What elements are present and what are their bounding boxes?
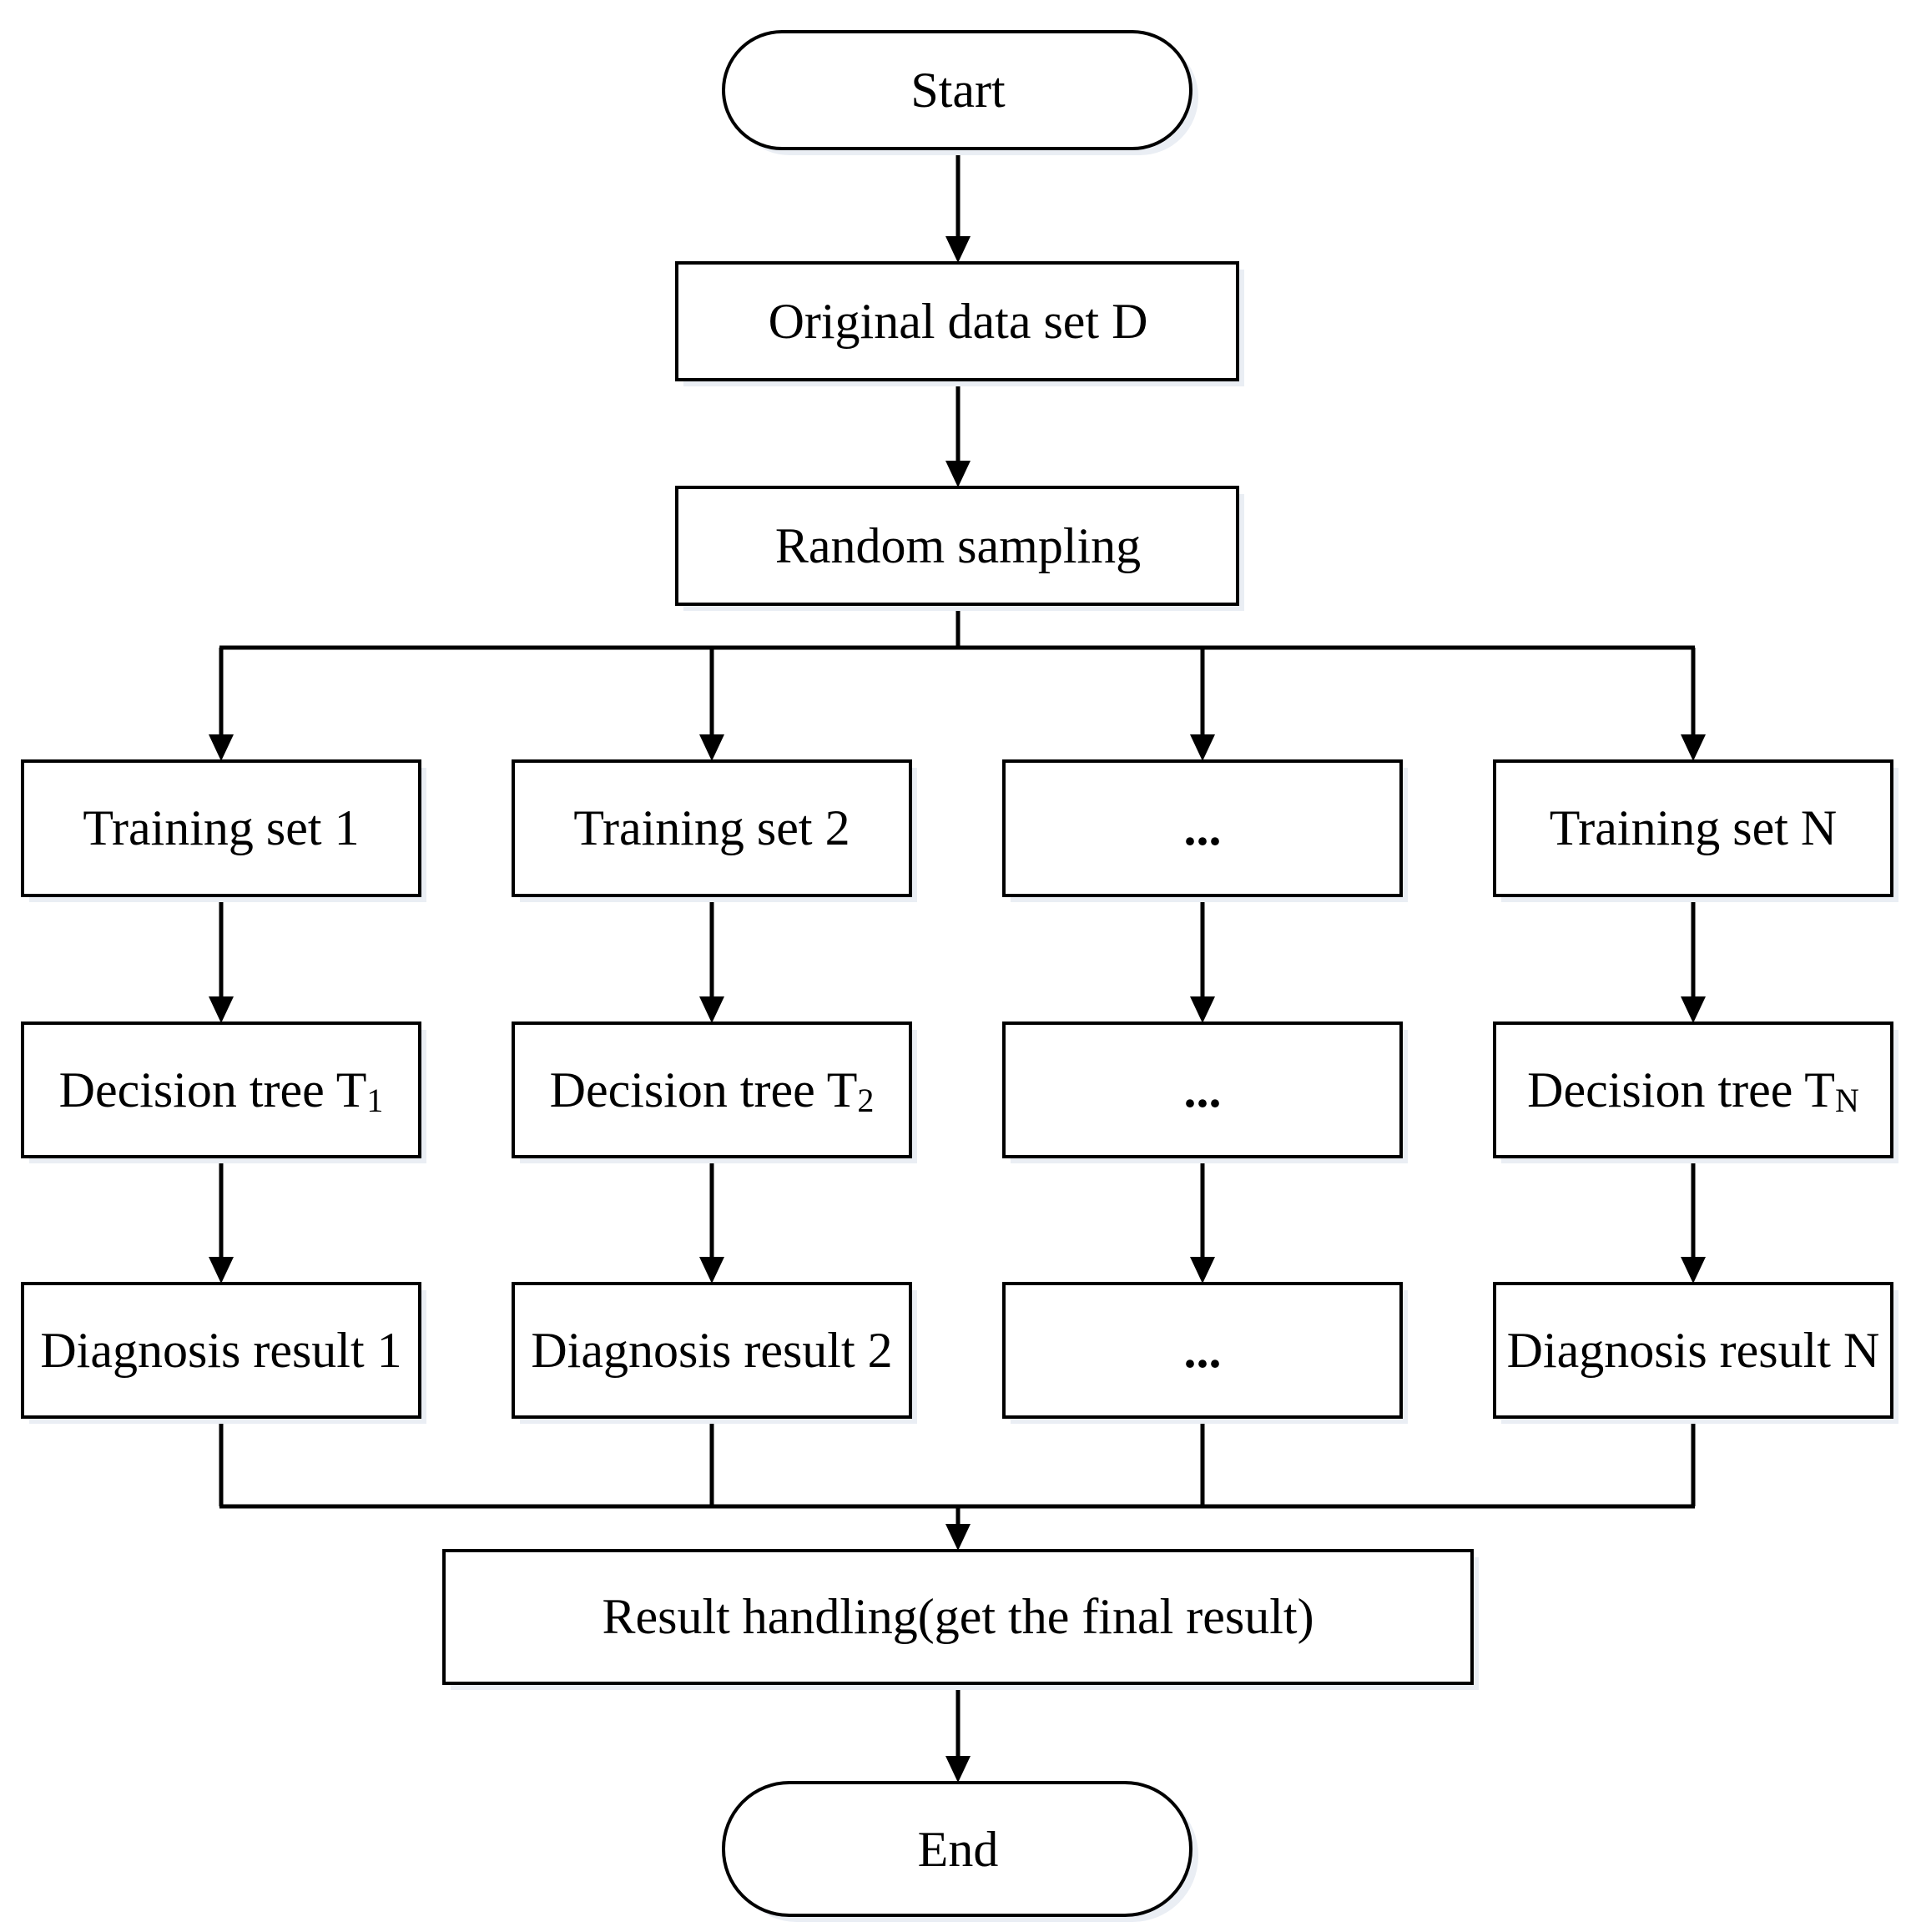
- arrowhead: [945, 1524, 971, 1551]
- nodes: Start Original data set D Random samplin…: [21, 30, 1898, 1922]
- diagnosis-result-n-node: Diagnosis result N: [1493, 1282, 1898, 1424]
- result-handling-node: Result handling(get the final result): [442, 1549, 1479, 1690]
- diagnosis-result-ellipsis-label: ...: [1184, 1323, 1222, 1378]
- training-set-2-node: Training set 2: [512, 759, 917, 902]
- arrowhead: [209, 996, 234, 1023]
- decision-tree-2-label: Decision tree T2: [550, 1062, 875, 1119]
- diagnosis-result-2-label: Diagnosis result 2: [531, 1323, 892, 1378]
- random-sampling-node: Random sampling: [675, 486, 1244, 611]
- arrowhead: [209, 734, 234, 761]
- decision-tree-n-node: Decision tree TN: [1493, 1021, 1898, 1163]
- arrowhead: [1681, 1257, 1706, 1284]
- decision-tree-ellipsis-node: ...: [1002, 1021, 1408, 1163]
- arrowhead: [945, 461, 971, 487]
- start-node: Start: [722, 30, 1198, 155]
- training-set-1-node: Training set 1: [21, 759, 426, 902]
- arrowhead: [1190, 996, 1215, 1023]
- arrowhead: [945, 236, 971, 263]
- training-set-n-node: Training set N: [1493, 759, 1898, 902]
- arrowhead: [945, 1756, 971, 1783]
- decision-tree-2-subscript: 2: [857, 1082, 874, 1119]
- training-set-ellipsis-node: ...: [1002, 759, 1408, 902]
- result-handling-label: Result handling(get the final result): [602, 1589, 1313, 1644]
- start-label: Start: [910, 63, 1006, 118]
- random-sampling-label: Random sampling: [775, 518, 1141, 573]
- arrowhead: [209, 1257, 234, 1284]
- arrowhead: [1190, 734, 1215, 761]
- decision-tree-1-subscript: 1: [366, 1082, 383, 1119]
- arrowhead: [699, 734, 724, 761]
- arrowhead: [1190, 1257, 1215, 1284]
- arrowhead: [1681, 996, 1706, 1023]
- decision-tree-2-base: Decision tree T: [550, 1062, 858, 1117]
- training-set-ellipsis-label: ...: [1184, 800, 1222, 855]
- decision-tree-n-label: Decision tree TN: [1527, 1062, 1859, 1119]
- arrowhead: [1681, 734, 1706, 761]
- decision-tree-1-base: Decision tree T: [59, 1062, 367, 1117]
- connectors: [209, 149, 1706, 1783]
- diagnosis-result-n-label: Diagnosis result N: [1507, 1323, 1880, 1378]
- arrowhead: [699, 1257, 724, 1284]
- diagnosis-result-ellipsis-node: ...: [1002, 1282, 1408, 1424]
- end-label: End: [918, 1822, 999, 1877]
- diagnosis-result-1-label: Diagnosis result 1: [40, 1323, 401, 1378]
- original-data-label: Original data set D: [769, 294, 1148, 349]
- end-node: End: [722, 1781, 1198, 1922]
- original-data-node: Original data set D: [675, 261, 1244, 386]
- decision-tree-2-node: Decision tree T2: [512, 1021, 917, 1163]
- decision-tree-1-label: Decision tree T1: [59, 1062, 384, 1119]
- decision-tree-n-subscript: N: [1835, 1082, 1859, 1119]
- decision-tree-1-node: Decision tree T1: [21, 1021, 426, 1163]
- training-set-2-label: Training set 2: [573, 800, 850, 855]
- diagnosis-result-2-node: Diagnosis result 2: [512, 1282, 917, 1424]
- training-set-1-label: Training set 1: [83, 800, 359, 855]
- arrowhead: [699, 996, 724, 1023]
- training-set-n-label: Training set N: [1550, 800, 1837, 855]
- decision-tree-n-base: Decision tree T: [1527, 1062, 1835, 1117]
- decision-tree-ellipsis-label: ...: [1184, 1062, 1222, 1117]
- diagnosis-result-1-node: Diagnosis result 1: [21, 1282, 426, 1424]
